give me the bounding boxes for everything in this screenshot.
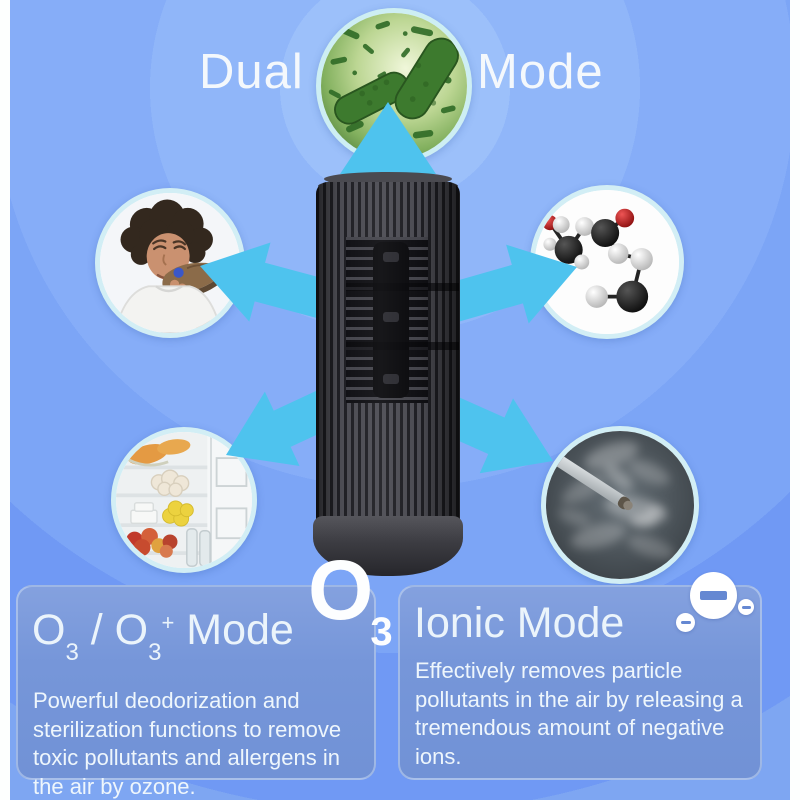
negative-ion-icon-small-right [738,599,754,615]
device-shading [316,182,460,534]
ionic-mode-panel: Ionic Mode Effectively removes particle … [398,585,762,780]
molecule-photo [530,185,684,339]
bacteria-photo [316,8,472,164]
negative-ion-icon-large [690,572,737,619]
child-odor-illustration [100,193,240,333]
molecule-illustration [535,190,679,334]
fridge-photo [111,427,257,573]
ozone-mode-description: Powerful deodorization and sterilization… [33,688,342,799]
title-word-dual: Dual [199,45,304,99]
bacteria-illustration [321,13,467,159]
fridge-illustration [116,432,252,568]
smoke-illustration [546,431,694,579]
device-base [313,516,463,576]
child-odor-photo [95,188,245,338]
negative-ion-icon-small-left [676,613,695,632]
smoke-photo [541,426,699,584]
ozone-symbol: O3 [308,543,393,654]
ionic-mode-heading: Ionic Mode [414,599,625,647]
ozone-mode-heading: O3 / O3+ Mode [32,606,294,666]
ionic-mode-description: Effectively removes particle pollutants … [415,658,743,769]
ozone-mode-panel: O3 / O3+ Mode Powerful deodorization and… [16,585,376,799]
title-word-mode: Mode [477,45,604,99]
air-purifier-device [313,172,463,576]
